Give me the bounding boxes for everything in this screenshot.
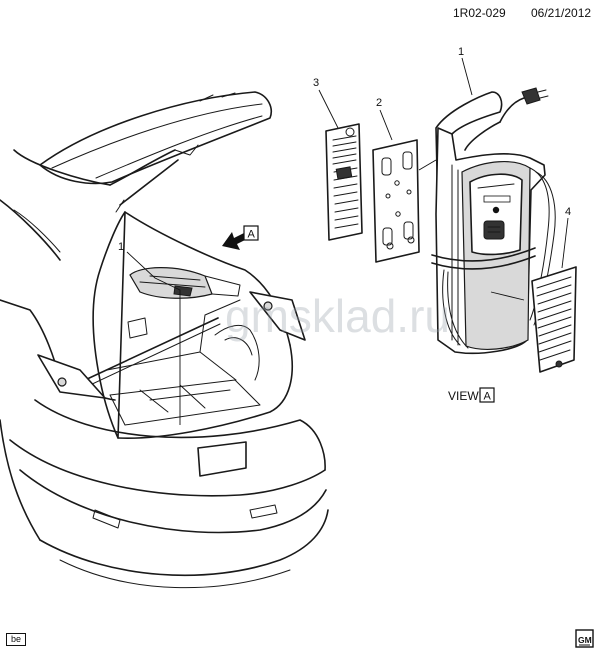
view-arrow-icon xyxy=(222,232,249,250)
view-label: VIEW xyxy=(448,389,479,403)
figure-code: 1R02-029 xyxy=(453,6,506,20)
callout-1-left: 1 xyxy=(118,241,124,253)
callout-4: 4 xyxy=(565,206,571,218)
part-3-label xyxy=(318,89,363,241)
footer-badge-text: be xyxy=(10,634,21,644)
figure-date: 06/21/2012 xyxy=(531,6,591,20)
gm-logo-text: GM xyxy=(578,635,592,645)
view-arrow-marker: A xyxy=(222,225,259,250)
watermark: gmsklad.ru xyxy=(225,290,450,342)
part-4-instruction-label xyxy=(531,217,577,373)
callout-3: 3 xyxy=(313,77,319,89)
charger-in-cargo xyxy=(129,267,213,299)
view-letter: A xyxy=(484,391,492,403)
callout-1-left-leader xyxy=(126,251,181,425)
vehicle-rear-illustration xyxy=(0,91,329,589)
arrow-marker-letter: A xyxy=(248,229,256,241)
footer-badge: be xyxy=(6,633,26,646)
callout-1-right: 1 xyxy=(458,46,464,58)
gm-logo-icon: GM xyxy=(575,629,594,648)
liftgate xyxy=(39,91,272,185)
part-2-bracket xyxy=(372,109,437,263)
license-plate-recess xyxy=(197,441,247,477)
callout-2: 2 xyxy=(376,97,382,109)
part-1-charging-cord xyxy=(431,57,556,355)
view-a-caption: VIEW A xyxy=(448,387,495,403)
